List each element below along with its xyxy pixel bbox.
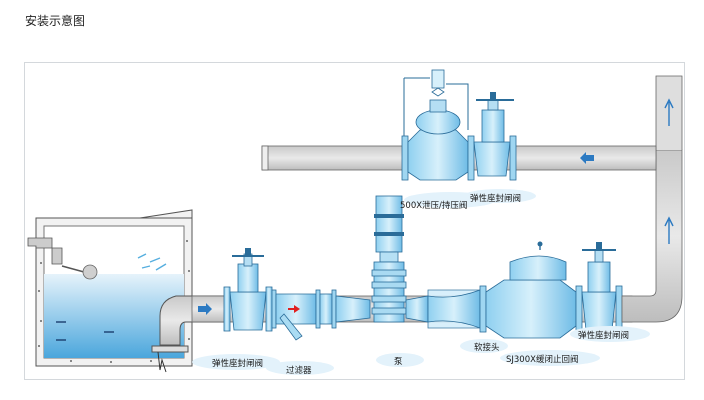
label-flex-joint: 软接头	[474, 342, 500, 353]
reducer-inlet	[319, 289, 371, 329]
label-gate-valve-top: 弹性座封闸阀	[470, 193, 521, 204]
relief-valve	[401, 69, 475, 181]
label-relief-valve: 500X泄压/持压阀	[400, 200, 467, 211]
label-check-valve: SJ300X缓闭止回阀	[506, 354, 578, 365]
label-filter: 过滤器	[286, 365, 312, 376]
gate-valve-top	[473, 92, 517, 181]
label-gate-valve-left: 弹性座封闸阀	[212, 358, 263, 369]
gate-valve-left	[223, 248, 273, 332]
y-filter	[271, 289, 321, 341]
page-title: 安装示意图	[25, 14, 86, 28]
water-tank	[27, 209, 229, 373]
check-valve	[485, 241, 583, 339]
flex-joint	[405, 285, 487, 333]
diagram-frame	[24, 62, 685, 380]
riser-pipe	[621, 75, 683, 323]
label-clouds	[192, 189, 650, 375]
gate-valve-right	[581, 242, 623, 333]
pump	[371, 195, 407, 323]
label-gate-valve-right: 弹性座封闸阀	[578, 330, 629, 341]
label-pump: 泵	[394, 357, 403, 367]
